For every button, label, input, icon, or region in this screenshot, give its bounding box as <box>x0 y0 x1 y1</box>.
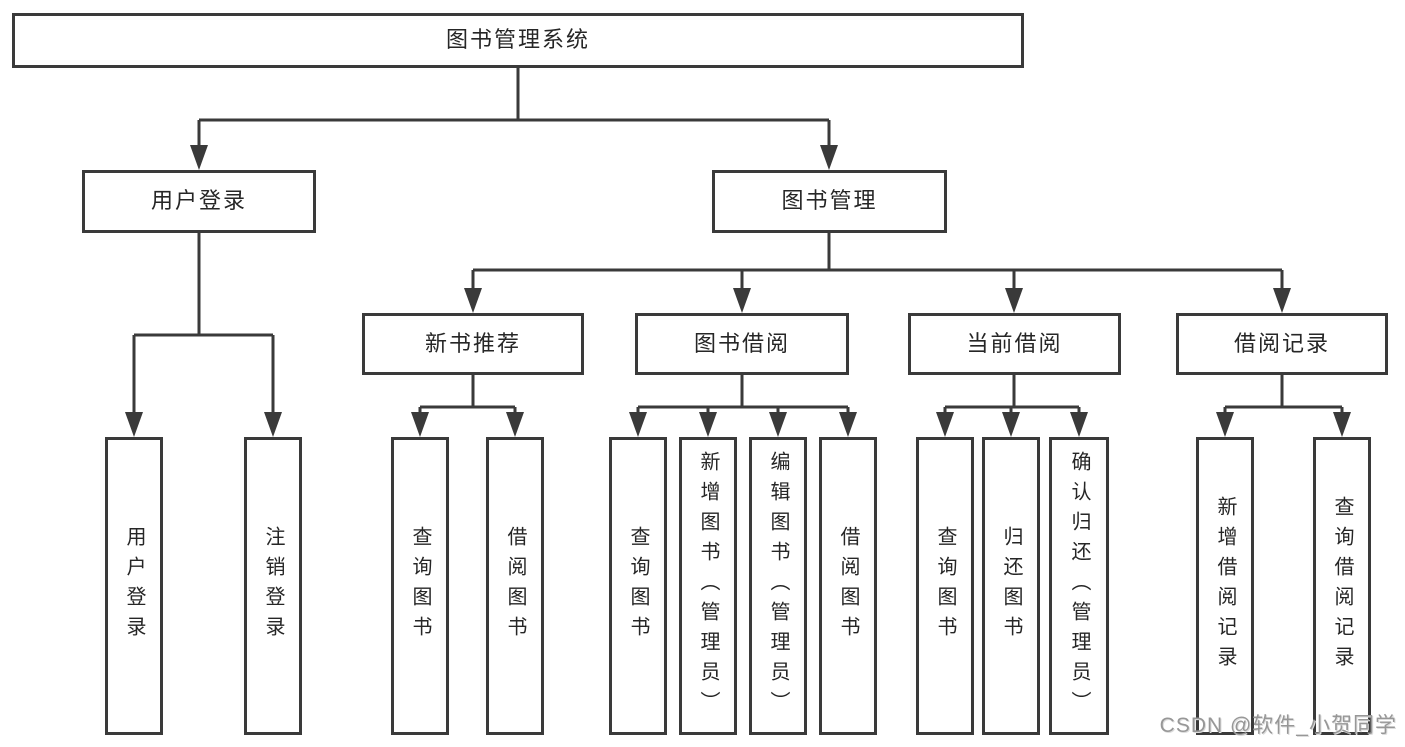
node-records-add-record: 新增借阅记录 <box>1196 437 1254 735</box>
node-new-book-recommend: 新书推荐 <box>362 313 584 375</box>
node-borrow-add-books-admin: 新增图书（管理员） <box>679 437 737 735</box>
arrow-down-icon <box>1002 412 1020 437</box>
node-logout: 注销登录 <box>244 437 302 735</box>
arrow-down-icon <box>839 412 857 437</box>
arrow-down-icon <box>1216 412 1234 437</box>
connector-new-rec-to-children <box>411 375 524 437</box>
arrow-down-icon <box>190 145 208 170</box>
node-newrec-query-books: 查询图书 <box>391 437 449 735</box>
connector-login-group-to-children <box>125 233 282 437</box>
arrow-down-icon <box>769 412 787 437</box>
arrow-down-icon <box>506 412 524 437</box>
node-borrow-query-books: 查询图书 <box>609 437 667 735</box>
arrow-down-icon <box>936 412 954 437</box>
node-book-management: 图书管理 <box>712 170 947 233</box>
connector-book-mgmt-to-level3 <box>464 233 1291 313</box>
node-current-query-books: 查询图书 <box>916 437 974 735</box>
node-records-query-record: 查询借阅记录 <box>1313 437 1371 735</box>
arrow-down-icon <box>411 412 429 437</box>
node-borrow-borrow-books: 借阅图书 <box>819 437 877 735</box>
node-book-borrowing: 图书借阅 <box>635 313 849 375</box>
node-current-return-books: 归还图书 <box>982 437 1040 735</box>
node-user-login-group: 用户登录 <box>82 170 316 233</box>
arrow-down-icon <box>699 412 717 437</box>
connector-book-borrow-to-children <box>629 375 857 437</box>
csdn-watermark: CSDN @软件_小贺同学 <box>1159 714 1397 737</box>
arrow-down-icon <box>125 412 143 437</box>
node-root: 图书管理系统 <box>12 13 1024 68</box>
arrow-down-icon <box>629 412 647 437</box>
arrow-down-icon <box>820 145 838 170</box>
arrow-down-icon <box>1005 288 1023 313</box>
connector-current-borrow-to-children <box>936 375 1088 437</box>
arrow-down-icon <box>1333 412 1351 437</box>
node-borrow-edit-books-admin: 编辑图书（管理员） <box>749 437 807 735</box>
node-borrowing-records: 借阅记录 <box>1176 313 1388 375</box>
arrow-down-icon <box>1070 412 1088 437</box>
arrow-down-icon <box>464 288 482 313</box>
arrow-down-icon <box>1273 288 1291 313</box>
node-current-confirm-return-admin: 确认归还（管理员） <box>1049 437 1109 735</box>
arrow-down-icon <box>264 412 282 437</box>
connector-root-to-level2 <box>190 68 838 170</box>
node-user-login: 用户登录 <box>105 437 163 735</box>
connector-borrow-records-to-children <box>1216 375 1351 437</box>
node-newrec-borrow-books: 借阅图书 <box>486 437 544 735</box>
node-current-borrowing: 当前借阅 <box>908 313 1121 375</box>
arrow-down-icon <box>733 288 751 313</box>
